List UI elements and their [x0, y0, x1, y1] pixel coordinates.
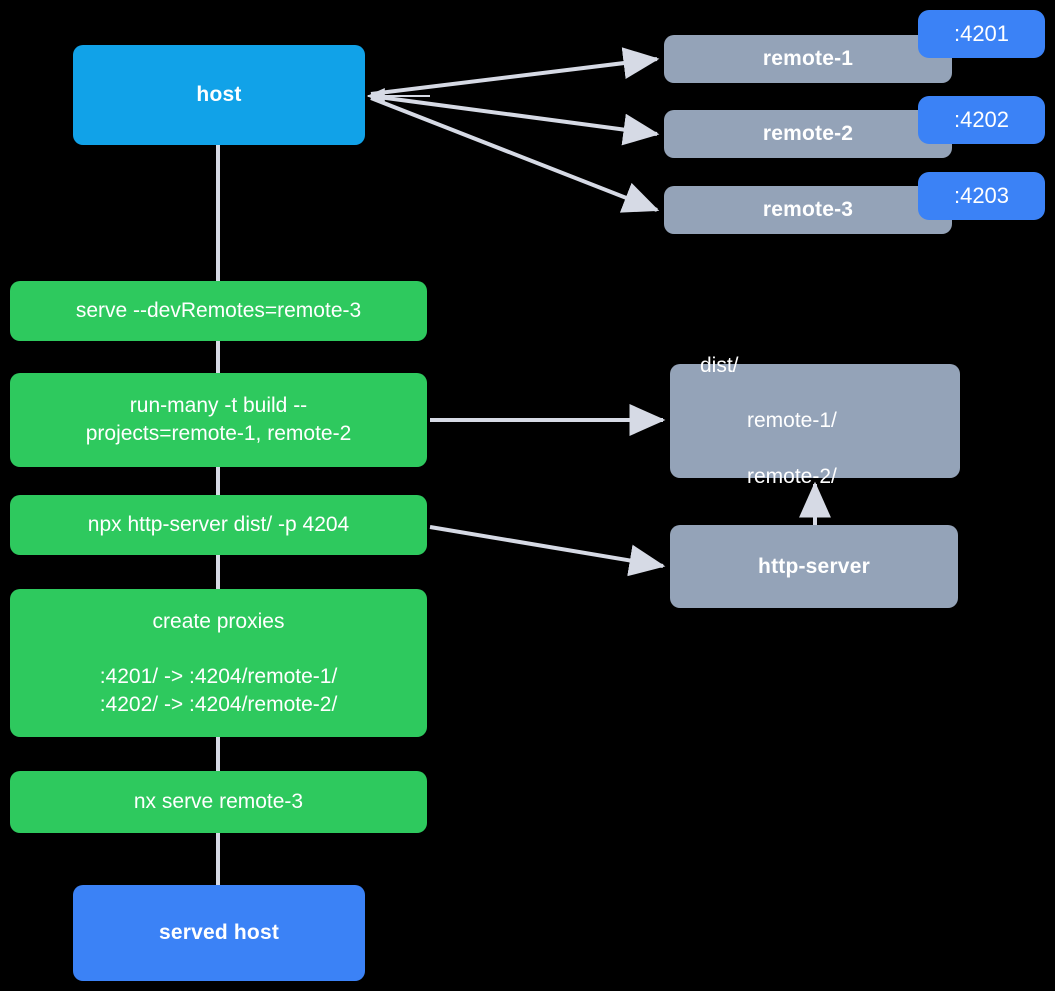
port-badge-remote-2: :4202	[918, 96, 1045, 144]
edge-host-to-remote-2	[370, 94, 660, 146]
dist-child-remote-1: remote-1/	[747, 409, 837, 433]
node-http-server[interactable]: http-server	[670, 525, 958, 608]
node-remote-1[interactable]: remote-1	[664, 35, 952, 83]
host-remote-edges	[366, 47, 660, 213]
node-remote-2[interactable]: remote-2	[664, 110, 952, 158]
node-command-serve-devremotes[interactable]: serve --devRemotes=remote-3	[10, 281, 427, 341]
edge-cmd3-to-http-server	[429, 525, 666, 577]
dist-tree: dist/ remote-1/ remote-2/	[700, 324, 837, 518]
node-command-run-many-build[interactable]: run-many -t build -- projects=remote-1, …	[10, 373, 427, 467]
dist-root-label: dist/	[700, 353, 739, 377]
node-command-nx-serve-remote-3[interactable]: nx serve remote-3	[10, 771, 427, 833]
dist-child-remote-2: remote-2/	[747, 464, 837, 488]
node-remote-3[interactable]: remote-3	[664, 186, 952, 234]
node-command-create-proxies[interactable]: create proxies :4201/ -> :4204/remote-1/…	[10, 589, 427, 737]
node-host[interactable]: host	[73, 45, 365, 145]
port-badge-remote-1: :4201	[918, 10, 1045, 58]
port-badge-remote-3: :4203	[918, 172, 1045, 220]
node-served-host[interactable]: served host	[73, 885, 365, 981]
node-dist-folder[interactable]: dist/ remote-1/ remote-2/	[670, 354, 960, 488]
edge-host-to-remote-1	[370, 47, 660, 96]
edge-host-to-remote-3	[370, 96, 660, 213]
node-command-npx-http-server[interactable]: npx http-server dist/ -p 4204	[10, 495, 427, 555]
